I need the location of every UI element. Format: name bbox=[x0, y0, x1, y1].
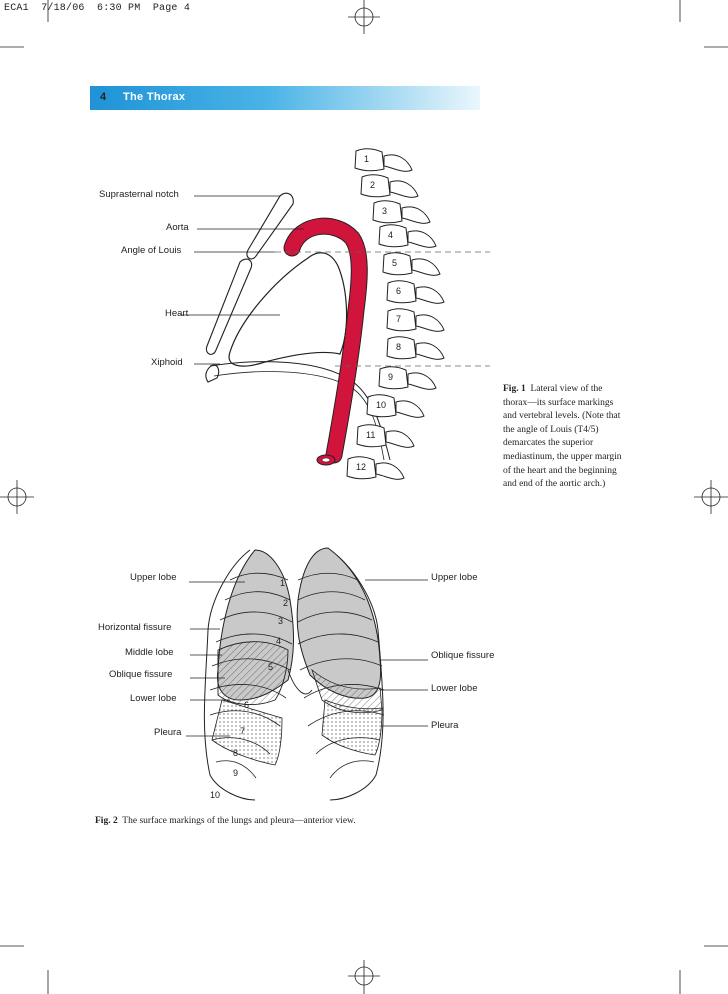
vertebra-label: 4 bbox=[388, 230, 394, 240]
label-xiphoid: Xiphoid bbox=[151, 357, 183, 368]
rib-label: 1 bbox=[280, 578, 286, 588]
label-oblique-fissure-right: Oblique fissure bbox=[431, 650, 495, 661]
vertebra-process bbox=[389, 180, 419, 198]
chapter-title: The Thorax bbox=[123, 91, 186, 103]
vertebra-process bbox=[411, 258, 441, 276]
vertebra-label: 5 bbox=[392, 258, 398, 268]
vertebra-body bbox=[382, 252, 413, 276]
vertebra-label: 7 bbox=[396, 314, 402, 324]
vertebra-body bbox=[366, 394, 397, 418]
rib-label: 4 bbox=[276, 636, 282, 646]
vertebra-body bbox=[356, 424, 387, 448]
vertebra-label: 8 bbox=[396, 342, 402, 352]
vertebra-label: 11 bbox=[366, 430, 376, 440]
rib-label: 5 bbox=[268, 662, 274, 672]
rib-label: 3 bbox=[278, 616, 284, 626]
vertebra-process bbox=[385, 430, 415, 448]
vertebra-body bbox=[354, 148, 385, 172]
vertebra-body bbox=[386, 308, 417, 332]
vertebra-label: 10 bbox=[376, 400, 387, 410]
vertebra-process bbox=[401, 206, 431, 224]
label-middle-lobe: Middle lobe bbox=[125, 647, 174, 658]
vertebra-process bbox=[383, 154, 413, 172]
vertebra-process bbox=[415, 286, 445, 304]
figure-1-caption: Fig. 1 Lateral view of the thorax—its su… bbox=[503, 383, 623, 492]
vertebra-process bbox=[407, 230, 437, 248]
label-oblique-fissure-left: Oblique fissure bbox=[109, 669, 173, 680]
vertebra-process bbox=[415, 342, 445, 360]
vertebra-process bbox=[407, 372, 437, 390]
label-pleura-right: Pleura bbox=[431, 720, 459, 731]
label-lower-lobe-right: Lower lobe bbox=[431, 683, 478, 694]
vertebra-process bbox=[395, 400, 425, 418]
label-heart: Heart bbox=[165, 308, 189, 319]
vertebra-label: 12 bbox=[356, 462, 367, 472]
vertebra-body bbox=[378, 366, 409, 390]
figure-2-caption-text: The surface markings of the lungs and pl… bbox=[122, 816, 356, 826]
rib-label: 8 bbox=[233, 748, 239, 758]
figure-1-caption-label: Fig. 1 bbox=[503, 384, 526, 394]
vertebra-body bbox=[360, 174, 391, 198]
rib-label: 2 bbox=[283, 598, 289, 608]
vertebra-body bbox=[346, 456, 377, 480]
vertebra-body bbox=[386, 280, 417, 304]
label-upper-lobe-right: Upper lobe bbox=[431, 572, 478, 583]
label-pleura-left: Pleura bbox=[154, 727, 182, 738]
rib-label: 9 bbox=[233, 768, 239, 778]
vertebra-label: 9 bbox=[388, 372, 394, 382]
vertebra-body bbox=[378, 224, 409, 248]
vertebra-label: 6 bbox=[396, 286, 402, 296]
rib-label: 6 bbox=[244, 700, 250, 710]
vertebra-process bbox=[415, 314, 445, 332]
vertebra-body bbox=[386, 336, 417, 360]
figure-2-caption-label: Fig. 2 bbox=[95, 816, 118, 826]
vertebra-label: 3 bbox=[382, 206, 388, 216]
rib-label: 10 bbox=[210, 790, 221, 800]
figure-1-lateral-thorax bbox=[180, 148, 490, 480]
vertebra-label: 2 bbox=[370, 180, 376, 190]
label-horizontal-fissure: Horizontal fissure bbox=[98, 622, 172, 633]
label-upper-lobe-left: Upper lobe bbox=[130, 572, 177, 583]
chapter-header: 4 The Thorax bbox=[90, 86, 480, 110]
label-aorta: Aorta bbox=[166, 222, 189, 233]
print-slug: ECA1 7/18/06 6:30 PM Page 4 bbox=[4, 3, 191, 14]
vertebra-body bbox=[372, 200, 403, 224]
page-number: 4 bbox=[100, 91, 107, 103]
rib-label: 7 bbox=[240, 726, 246, 736]
figure-2-caption: Fig. 2 The surface markings of the lungs… bbox=[95, 816, 356, 826]
figure-1-caption-text: Lateral view of the thorax—its surface m… bbox=[503, 384, 622, 490]
vertebra-label: 1 bbox=[364, 154, 370, 164]
figure-2-anterior-lungs bbox=[186, 547, 428, 801]
vertebra-process bbox=[375, 462, 405, 480]
label-angle-of-louis: Angle of Louis bbox=[121, 245, 182, 256]
label-lower-lobe-left: Lower lobe bbox=[130, 693, 177, 704]
label-suprasternal-notch: Suprasternal notch bbox=[99, 189, 179, 200]
